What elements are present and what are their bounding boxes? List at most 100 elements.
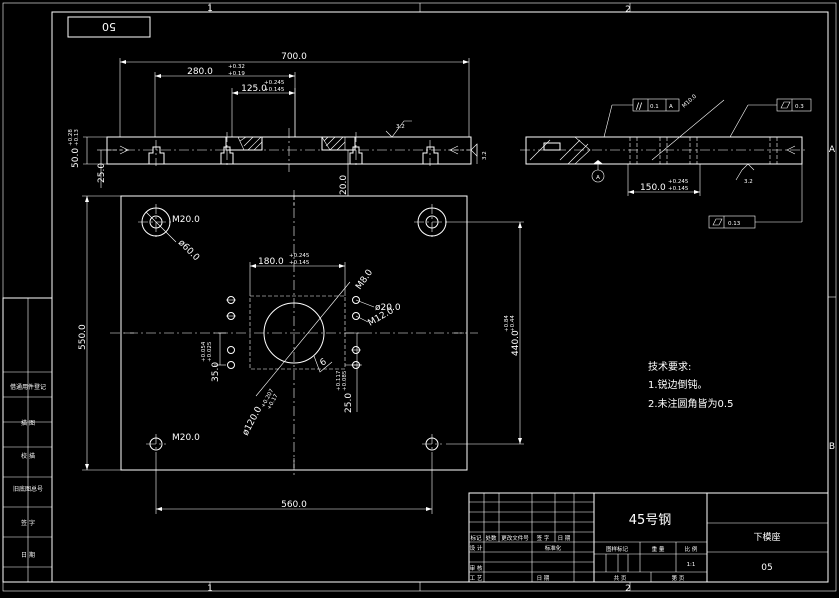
tb-weight-label: 重 量: [652, 545, 665, 553]
tech-req-item-1: 1.锐边倒钝。: [648, 378, 708, 391]
dim-550: 550.0: [78, 324, 88, 350]
tb-standard-label: 标准化: [545, 544, 562, 552]
tb-review-label: 审 核: [470, 564, 483, 572]
side-label-check: 校 描: [21, 452, 35, 460]
label-dia60: ø60.0: [176, 238, 201, 263]
dim-125: 125.0: [241, 84, 267, 94]
tb-sheet-no: 第 页: [672, 574, 685, 582]
datum-a-label: A: [596, 175, 600, 181]
tb-scale-label: 比 例: [685, 545, 698, 553]
zone-number-1: 1: [207, 4, 213, 14]
roughness-front-side: 3.2: [482, 151, 488, 160]
zone-number-1-bottom: 1: [207, 584, 213, 594]
dim-125-tol-upper: +0.245: [264, 80, 285, 86]
tb-part-name: 下模座: [753, 531, 780, 543]
tb-scale-value: 1:1: [687, 562, 696, 568]
label-chamfer-6: 6: [319, 357, 329, 369]
dim-280: 280.0: [187, 67, 213, 77]
side-label-trace: 描 图: [21, 419, 35, 427]
part-code-text: 50: [102, 20, 116, 33]
tb-mark-label: 标记: [470, 534, 482, 542]
title-block: 标记 处数 更改文件号 签 字 日 期 设 计 标准化 审 核 工 艺 日 期 …: [468, 492, 829, 583]
flatness-tol-value: 0.3: [795, 104, 804, 110]
dim-440-tol-lower: +0.44: [510, 315, 516, 332]
parallel-tol-datum: A: [669, 104, 673, 110]
tb-date-label-2: 日 期: [537, 575, 550, 582]
side-label-sign: 签 字: [21, 519, 35, 527]
flatness-tol-value-2: 0.13: [728, 221, 741, 227]
label-dia20: ø20.0: [375, 303, 401, 313]
dim-50-tol-lower: +0.13: [74, 129, 80, 146]
zone-letter-a: A: [829, 145, 836, 155]
tb-design-label: 设 计: [470, 544, 483, 552]
dim-20: 20.0: [339, 175, 349, 195]
datum-a-circle: [591, 169, 605, 183]
side-label-borrowed: 借通用件登记: [10, 383, 46, 391]
dim-25-tol-upper: +0.117: [336, 370, 342, 391]
tb-stage-label: 图样标记: [606, 545, 629, 553]
dim-440-tol-upper: +0.84: [504, 315, 510, 332]
dim-25-top: 25.0: [344, 393, 354, 413]
tech-req-title: 技术要求:: [648, 360, 691, 373]
tb-drawing-no: 05: [761, 563, 772, 573]
front-view-dimensions: 700.0 280.0 +0.32 +0.19 125.0 +0.245 +0.…: [68, 52, 488, 196]
dim-35: 35.0: [211, 362, 221, 382]
flatness-symbol-icon-2: [712, 218, 723, 226]
side-view-outline: [525, 136, 803, 165]
dim-180-tol-upper: +0.245: [289, 253, 310, 259]
dim-150-tol-upper: +0.245: [668, 179, 689, 185]
parallel-tol-value: 0.1: [650, 104, 659, 110]
dim-150: 150.0: [640, 183, 666, 193]
dim-560: 560.0: [281, 500, 307, 510]
dim-125-tol-lower: +0.145: [264, 87, 285, 93]
label-m20-top: M20.0: [172, 215, 200, 225]
zone-letter-b: B: [829, 442, 835, 452]
side-label-date: 日 期: [21, 551, 35, 559]
dim-25: 25.0: [97, 163, 107, 183]
dim-180-tol-lower: +0.145: [289, 260, 310, 266]
tech-req-item-2: 2.未注圆角皆为0.5: [648, 397, 733, 410]
zone-number-2: 2: [625, 5, 631, 15]
front-view: [106, 128, 472, 172]
dim-440: 440.0: [511, 330, 521, 356]
dim-25-tol-lower: +0.085: [342, 370, 348, 391]
dim-280-tol-lower: +0.19: [228, 71, 245, 77]
part-code-box: [67, 16, 151, 38]
roughness-side: 3.2: [744, 179, 753, 185]
tb-material: 45号钢: [629, 513, 672, 528]
thread-m10: M10.0: [681, 93, 698, 109]
roughness-front-top: 3.2: [396, 124, 405, 130]
tech-requirements: 技术要求: 1.锐边倒钝。 2.未注圆角皆为0.5: [648, 360, 733, 410]
top-view-dimensions: M20.0 ø60.0 180.0 +0.245 +0.145 M8.0 ø20…: [78, 195, 524, 514]
tb-sheets-total: 共 页: [614, 574, 627, 582]
tb-sign-label: 签 字: [537, 534, 550, 542]
dim-280-tol-upper: +0.32: [228, 64, 245, 70]
left-side-block: 借通用件登记 描 图 校 描 旧底图总号 签 字 日 期: [2, 297, 53, 583]
flatness-tol-frame: [776, 98, 812, 112]
center-bore: [263, 302, 325, 364]
dim-180: 180.0: [258, 257, 284, 267]
parallel-symbol-icon: //: [636, 102, 643, 112]
dim-700: 700.0: [281, 52, 307, 62]
dim-35-tol-lower: +0.025: [207, 341, 213, 362]
side-view: // 0.1 A 0.3 0.13 M10.0 150.0 +0.245 +0.…: [520, 93, 812, 229]
flatness-symbol-icon: [780, 101, 791, 109]
tb-date-label: 日 期: [558, 535, 571, 542]
dim-dia120: ø120.0: [241, 405, 265, 438]
top-view: [110, 190, 478, 476]
zone-number-2-bottom: 2: [625, 584, 631, 594]
side-label-old-drawing: 旧底图总号: [13, 485, 43, 493]
label-m8: M8.0: [354, 268, 375, 292]
dim-50-tol-upper: +0.28: [68, 129, 74, 146]
tb-process-label: 工 艺: [470, 575, 483, 582]
tb-count-label: 处数: [485, 534, 497, 542]
dim-150-tol-lower: +0.145: [668, 186, 689, 192]
sheet-inner-frame: [51, 11, 829, 583]
tb-change-doc-label: 更改文件号: [501, 534, 529, 542]
label-m20-bottom: M20.0: [172, 433, 200, 443]
dim-50: 50.0: [71, 148, 81, 168]
dim-35-tol-upper: +0.054: [201, 341, 207, 362]
